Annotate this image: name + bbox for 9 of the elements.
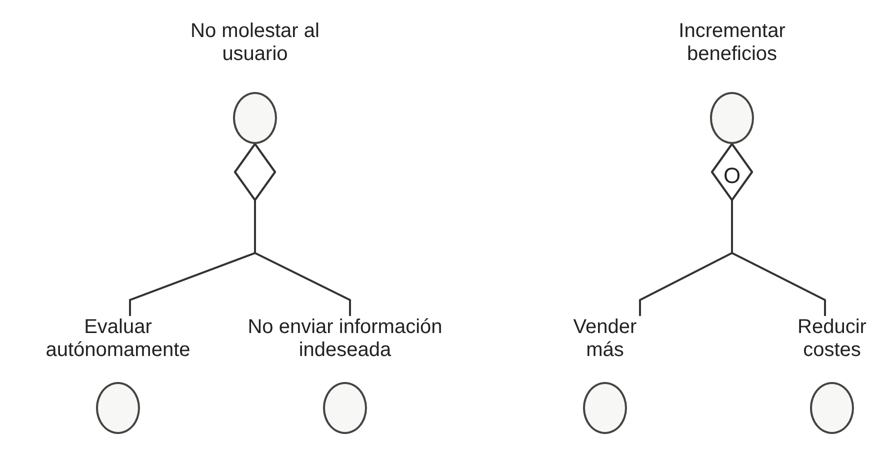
goal-label: Vender más bbox=[572, 316, 638, 362]
goal-label: Evaluar autónomamente bbox=[44, 316, 192, 362]
connector-line bbox=[711, 143, 826, 316]
goal-label: No enviar información indeseada bbox=[246, 316, 444, 362]
or-marker: O bbox=[723, 163, 741, 189]
connector-line bbox=[234, 143, 351, 316]
goal-label: Incrementar beneficios bbox=[678, 20, 786, 66]
goal-label: Reducir costes bbox=[796, 316, 868, 362]
goal-label: No molestar al usuario bbox=[190, 20, 320, 66]
